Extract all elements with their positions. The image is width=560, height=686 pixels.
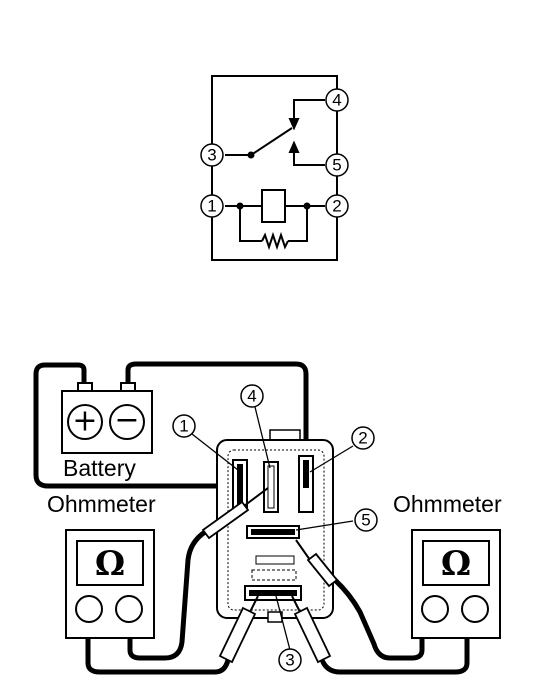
schematic-pins: 3 1 4 5 2 [200,88,349,218]
relay-coil [261,189,286,223]
pin-1-label: 1 [207,197,216,216]
probe-pin-4 [201,487,269,540]
ohmmeter-right-label: Ohmmeter [393,491,502,517]
ohmmeter-right-jack-2 [461,595,489,623]
callout-leaders [191,406,354,651]
pin-2-label: 2 [332,197,341,216]
battery-positive-icon [67,404,103,440]
battery-wires [33,361,309,489]
svg-text:+: + [72,404,97,439]
callout-2: 2 [358,429,367,448]
battery-negative-icon [109,404,145,440]
probe-pin-5 [295,539,339,588]
probe-wires [85,529,470,675]
probes [201,487,339,664]
ohmmeter-left-jack-2 [115,595,143,623]
battery: + − [61,382,153,454]
ohmmeter-right-jack-1 [421,595,449,623]
probe-pin-3-right [291,595,332,664]
callout-4: 4 [247,387,256,406]
battery-label: Battery [63,455,136,481]
switch-blade [250,127,293,156]
contact-5-lead [293,150,325,166]
pin-5-label: 5 [332,156,341,175]
contact-4-lead [293,99,325,125]
relay-schematic [210,75,339,261]
ohmmeter-left-display [76,540,144,586]
ohmmeter-right-display [422,540,490,586]
relay-body [216,429,334,623]
schematic-frame [211,75,338,261]
probe-pin-3-left [218,595,259,664]
ohm-icon: Ω [95,544,125,584]
ohmmeter-right: Ω [411,529,501,639]
ohm-icon: Ω [441,544,471,584]
svg-text:−: − [114,403,139,438]
callout-3: 3 [285,651,294,670]
callouts: 1 4 2 5 3 [172,384,378,672]
ohmmeter-left-label: Ohmmeter [47,491,156,517]
pin-3-label: 3 [207,146,216,165]
resistor [261,231,289,251]
callout-1: 1 [179,417,188,436]
ohmmeter-left: Ω [65,529,155,639]
pin-4-label: 4 [332,91,341,110]
ohmmeter-left-jack-1 [75,595,103,623]
callout-5: 5 [361,511,370,530]
